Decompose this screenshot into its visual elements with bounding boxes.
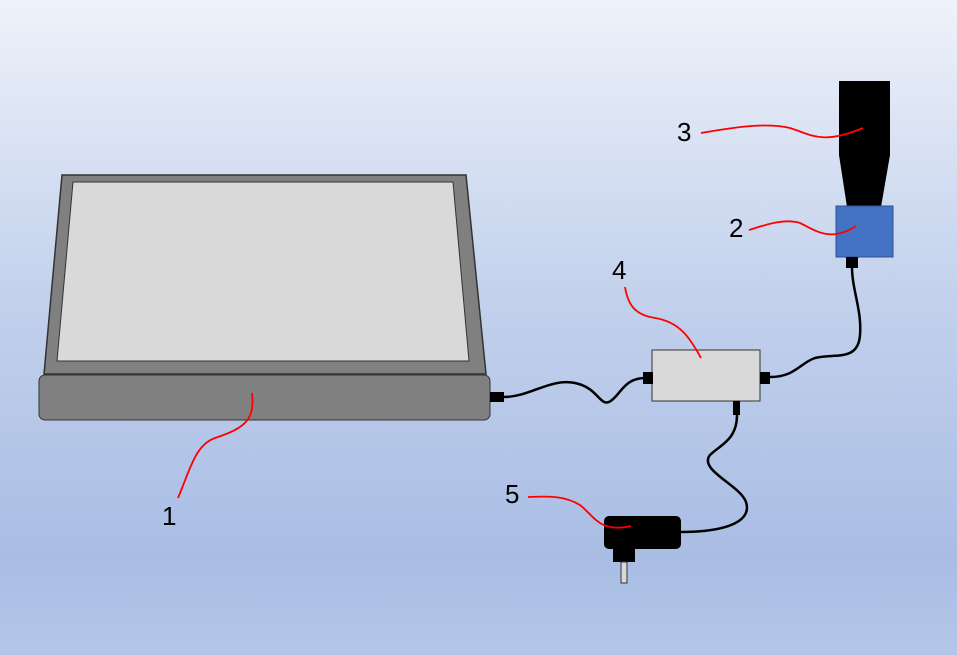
- leader-line-1: [177, 392, 254, 499]
- cable-box-to-adapter: [679, 414, 749, 534]
- junction-box-right-port: [760, 372, 770, 384]
- tablet-device: [38, 174, 504, 421]
- callout-4-label: 4: [612, 255, 627, 285]
- junction-box-body: [651, 349, 761, 402]
- cable-tablet-to-box: [503, 376, 647, 404]
- leader-line-3: [700, 124, 864, 139]
- tablet-base: [38, 374, 491, 421]
- junction-box: [643, 349, 770, 415]
- junction-box-bottom-port: [733, 401, 740, 415]
- callout-3-label: 3: [677, 117, 692, 147]
- adapter-body: [604, 516, 681, 549]
- leader-line-5: [527, 495, 632, 529]
- leader-line-2: [748, 220, 857, 236]
- cable-box-to-camera: [769, 266, 862, 379]
- camera-port: [846, 257, 858, 268]
- tablet-port: [490, 392, 504, 402]
- callout-1-label: 1: [162, 501, 177, 531]
- callout-2-label: 2: [729, 213, 744, 243]
- leader-line-4: [624, 286, 702, 359]
- junction-box-left-port: [643, 372, 653, 384]
- camera-body: [839, 81, 890, 207]
- power-adapter: [604, 516, 681, 584]
- callout-5-label: 5: [505, 479, 520, 509]
- adapter-plug-base: [613, 548, 635, 562]
- tablet-screen: [56, 181, 470, 362]
- adapter-plug-pin: [620, 561, 628, 584]
